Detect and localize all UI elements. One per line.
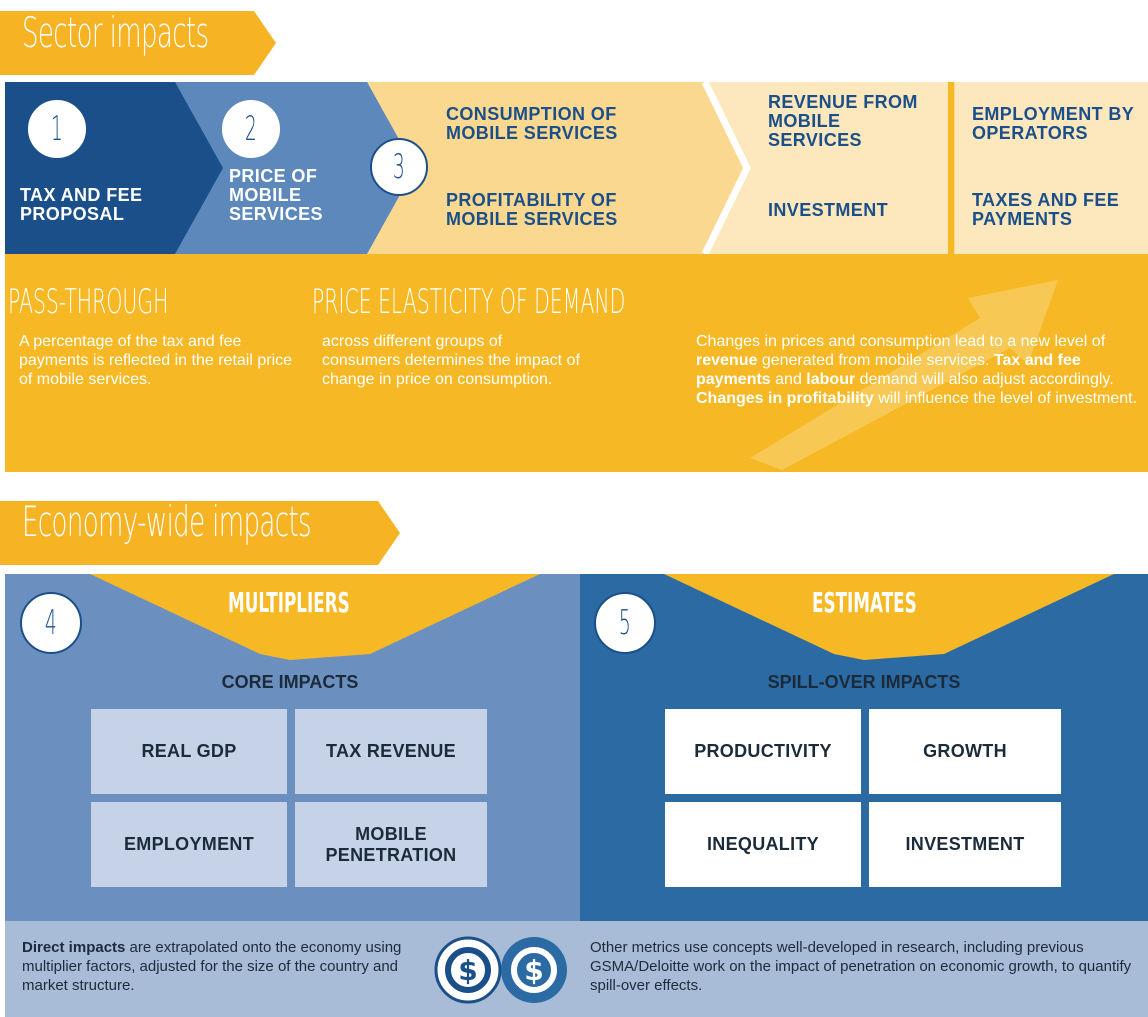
- step-3-circle: 3: [370, 138, 428, 196]
- arrow-icon: [750, 280, 1058, 470]
- other-metrics-text: Other metrics use concepts well-develope…: [590, 939, 1132, 994]
- dollar-icon: $: [501, 937, 567, 1003]
- spillover-tile-productivity: PRODUCTIVITY: [665, 709, 861, 794]
- multipliers-chevron: [90, 574, 540, 660]
- spillover-tile-inequality: INEQUALITY: [665, 802, 861, 887]
- svg-text:$: $: [524, 954, 543, 987]
- economy-banner-shape: [0, 501, 400, 565]
- taxes-label: TAXES AND FEE PAYMENTS: [972, 190, 1120, 229]
- dollar-icon: $: [434, 936, 502, 1004]
- step-4-circle: 4: [20, 592, 82, 654]
- spillover-tile-investment: INVESTMENT: [869, 802, 1061, 887]
- core-tile-mobile-penetration: MOBILE PENETRATION: [295, 802, 487, 887]
- spillover-impacts-subtitle: SPILL-OVER IMPACTS: [767, 672, 961, 692]
- multipliers-header: MULTIPLIERS: [228, 586, 350, 619]
- core-tile-real-gdp: REAL GDP: [91, 709, 287, 794]
- employment-label: EMPLOYMENT BY OPERATORS: [972, 104, 1134, 143]
- core-tile-employment: EMPLOYMENT: [91, 802, 287, 887]
- svg-text:$: $: [458, 954, 477, 987]
- step-1-label: TAX AND FEE PROPOSAL: [20, 185, 143, 224]
- bottom-strip: [5, 921, 1148, 1017]
- sector-banner-shape: [0, 11, 276, 75]
- step-2-circle: 2: [222, 100, 280, 158]
- elasticity-text: across different groups of consumers det…: [322, 333, 580, 388]
- changes-text: Changes in prices and consumption lead t…: [696, 333, 1138, 407]
- step-2-label: PRICE OF MOBILE SERVICES: [229, 166, 323, 224]
- investment-label: INVESTMENT: [768, 200, 889, 220]
- spillover-tile-growth: GROWTH: [869, 709, 1061, 794]
- profitability-label: PROFITABILITY OF MOBILE SERVICES: [446, 190, 618, 229]
- estimates-header: ESTIMATES: [812, 586, 917, 619]
- sector-banner-title: Sector impacts: [22, 8, 209, 57]
- explanation-band: [5, 254, 1148, 472]
- economy-banner-title: Economy-wide impacts: [22, 497, 312, 546]
- elasticity-title: PRICE ELASTICITY OF DEMAND: [312, 282, 626, 322]
- step-5-circle: 5: [594, 592, 656, 654]
- consumption-label: CONSUMPTION OF MOBILE SERVICES: [446, 104, 618, 143]
- core-tile-tax-revenue: TAX REVENUE: [295, 709, 487, 794]
- step-1-circle: 1: [28, 100, 86, 158]
- direct-impacts-text: Direct impacts are extrapolated onto the…: [22, 939, 402, 994]
- pass-through-text: A percentage of the tax and fee payments…: [19, 333, 293, 388]
- revenue-label: REVENUE FROM MOBILE SERVICES: [768, 92, 918, 150]
- estimates-chevron: [664, 574, 1114, 660]
- pass-through-title: PASS-THROUGH: [8, 282, 169, 322]
- core-impacts-subtitle: CORE IMPACTS: [221, 672, 359, 692]
